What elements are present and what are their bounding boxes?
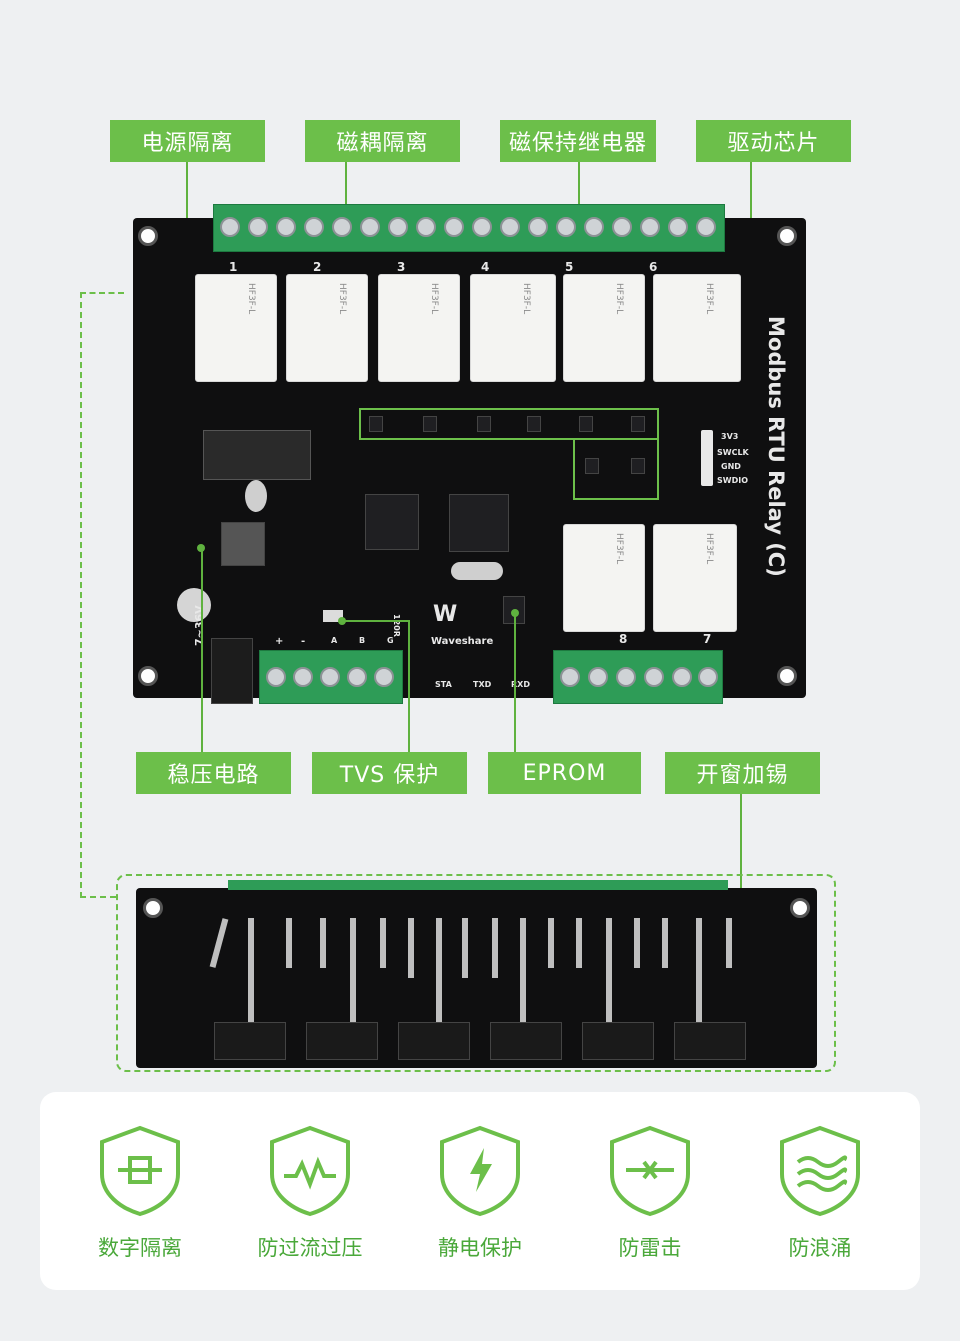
isolation-chip: [365, 494, 419, 550]
power-inductor: [221, 522, 265, 566]
terminal-mark: +: [275, 636, 284, 647]
relay: HF3F-L: [470, 274, 556, 382]
header-pin-label: SWCLK: [717, 448, 749, 457]
brand-name: Waveshare: [431, 636, 494, 647]
leader-line: [740, 793, 742, 913]
terminal-edge: [228, 880, 728, 890]
mount-hole: [790, 898, 810, 918]
callout-eprom: EPROM: [488, 752, 641, 794]
leader-dot: [338, 617, 346, 625]
mount-hole: [777, 666, 797, 686]
digital-isolation-icon: [100, 1125, 180, 1217]
relay-number: 8: [619, 632, 628, 646]
led-label: TXD: [473, 680, 492, 689]
lightning-icon: [610, 1125, 690, 1217]
pcb-board-bottom: [136, 880, 817, 1068]
dc-jack: [211, 638, 253, 704]
terminal-strip-top: [213, 204, 725, 252]
terminal-strip-relay: [553, 650, 723, 704]
header-pin-label: 3V3: [721, 432, 739, 441]
dashed-connector: [80, 292, 124, 296]
esd-icon: [440, 1125, 520, 1217]
features-card: 数字隔离 防过流过压 静电保护 防雷击 防浪涌: [40, 1092, 920, 1290]
feature-item: 防浪涌: [750, 1122, 890, 1262]
mount-hole: [777, 226, 797, 246]
mount-hole: [143, 898, 163, 918]
terminal-mark: G: [387, 636, 394, 645]
feature-item: 静电保护: [410, 1122, 550, 1262]
crystal: [451, 562, 503, 580]
feature-label: 数字隔离: [98, 1236, 182, 1260]
callout-tvs: TVS 保护: [312, 752, 467, 794]
relay: HF3F-L: [563, 524, 645, 632]
capacitor: [245, 480, 267, 512]
feature-label: 防过流过压: [257, 1236, 363, 1260]
relay: HF3F-L: [563, 274, 645, 382]
relay-number: 1: [229, 260, 238, 274]
relay: HF3F-L: [195, 274, 277, 382]
relay: HF3F-L: [653, 524, 737, 632]
leader-dot: [511, 609, 519, 617]
leader-dot: [197, 544, 205, 552]
overcurrent-icon: [270, 1125, 350, 1217]
leader-line: [408, 620, 410, 752]
inductor: [203, 430, 311, 480]
led-label: STA: [435, 680, 452, 689]
feature-item: 防过流过压: [240, 1122, 380, 1262]
relay-number: 5: [565, 260, 574, 274]
swd-header: [701, 430, 713, 486]
board-title: Modbus RTU Relay (C): [764, 316, 788, 577]
terminal-mark: A: [331, 636, 338, 645]
leader-line: [342, 620, 410, 622]
callout-driver-chip: 驱动芯片: [696, 120, 851, 162]
relay-number: 2: [313, 260, 322, 274]
dashed-connector: [80, 292, 84, 898]
driver-chip-highlight: [573, 440, 659, 500]
callout-power-isolation: 电源隔离: [110, 120, 265, 162]
relay-number: 7: [703, 632, 712, 646]
header-pin-label: SWDIO: [717, 476, 749, 485]
input-voltage: 7~36V: [193, 605, 206, 646]
resistor-label: 120R: [392, 614, 401, 637]
surge-icon: [780, 1125, 860, 1217]
backside-highlight: [116, 874, 836, 1072]
leader-line: [201, 546, 203, 752]
mount-hole: [138, 666, 158, 686]
relay: HF3F-L: [286, 274, 368, 382]
relay-number: 6: [649, 260, 658, 274]
callout-open-window: 开窗加锡: [665, 752, 820, 794]
header-pin-label: GND: [721, 462, 741, 471]
callout-regulator: 稳压电路: [136, 752, 291, 794]
terminal-mark: -: [301, 636, 306, 647]
led-label: RXD: [511, 680, 530, 689]
mcu: [449, 494, 509, 552]
feature-label: 静电保护: [438, 1236, 522, 1260]
pcb-board-top: 1 2 3 4 5 6 HF3F-L HF3F-L HF3F-L HF3F-L …: [133, 204, 806, 704]
feature-item: 数字隔离: [70, 1122, 210, 1262]
capacitor: [177, 588, 211, 622]
driver-chip-highlight: [359, 408, 659, 440]
relay-number: 3: [397, 260, 406, 274]
relay: HF3F-L: [653, 274, 741, 382]
relay: HF3F-L: [378, 274, 460, 382]
feature-label: 防浪涌: [788, 1236, 852, 1260]
brand-logo: W: [433, 602, 458, 627]
feature-item: 防雷击: [580, 1122, 720, 1262]
callout-latching-relay: 磁保持继电器: [500, 120, 656, 162]
callout-magnetic-isolation: 磁耦隔离: [305, 120, 460, 162]
feature-label: 防雷击: [618, 1236, 682, 1260]
relay-number: 4: [481, 260, 490, 274]
dashed-connector: [80, 896, 116, 900]
mount-hole: [138, 226, 158, 246]
terminal-mark: B: [359, 636, 366, 645]
leader-line: [514, 612, 516, 752]
terminal-strip-power: [259, 650, 403, 704]
